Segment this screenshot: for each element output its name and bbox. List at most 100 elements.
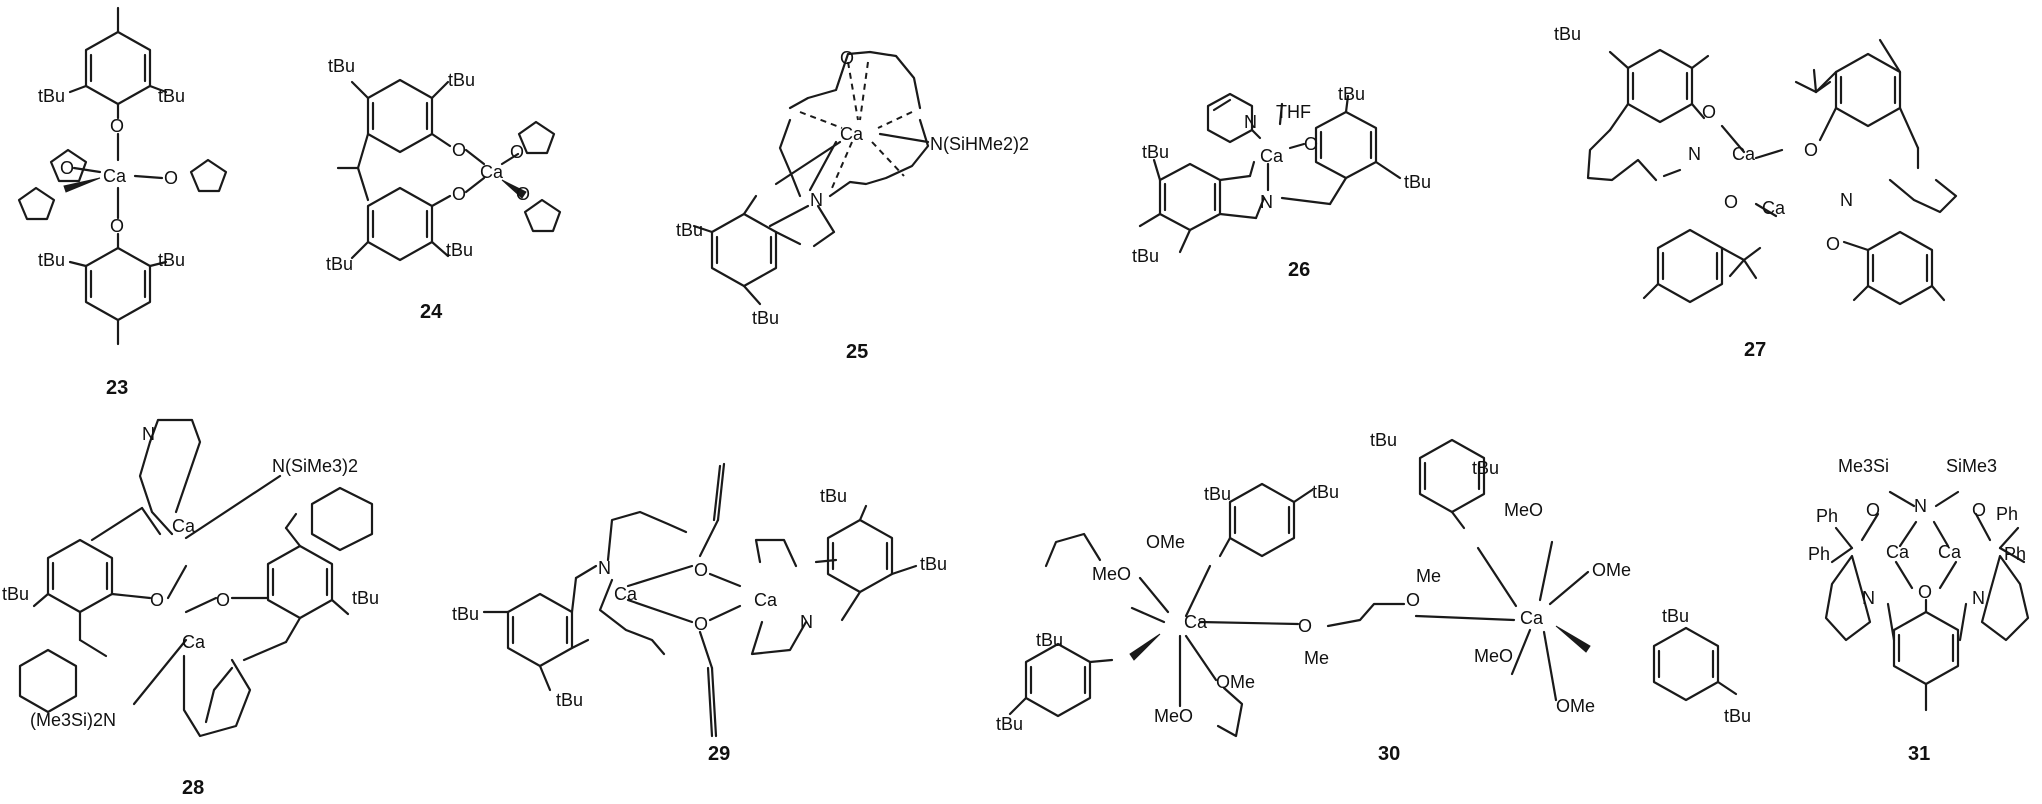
label-meo: MeO (1504, 500, 1543, 520)
label-nitrogen: N (1862, 588, 1875, 608)
label-oxygen: O (150, 590, 164, 610)
label-ph: Ph (2004, 544, 2026, 564)
compound-number: 25 (846, 341, 868, 363)
label-tbu: tBu (1554, 24, 1581, 44)
compound-number: 30 (1378, 743, 1400, 765)
label-oxygen: O (1866, 500, 1880, 520)
label-nitrogen: N (1914, 496, 1927, 516)
label-tbu: tBu (920, 554, 947, 574)
label-calcium: Ca (1260, 146, 1284, 166)
label-tbu: tBu (2, 584, 29, 604)
label-nitrogen: N (1688, 144, 1701, 164)
compound-number: 31 (1908, 743, 1930, 765)
label-oxygen: O (694, 560, 708, 580)
label-tbu: tBu (158, 250, 185, 270)
label-oxygen: O (60, 158, 74, 178)
label-tbu: tBu (448, 70, 475, 90)
label-me: Me (1304, 648, 1329, 668)
label-calcium: Ca (840, 124, 864, 144)
compound-31: Me3Si SiMe3 N Ca Ca O O O N N Ph Ph Ph P… (1808, 456, 2030, 765)
label-tbu: tBu (820, 486, 847, 506)
label-oxygen: O (1406, 590, 1420, 610)
label-tbu: tBu (326, 254, 353, 274)
label-oxygen: O (1724, 192, 1738, 212)
label-tbu: tBu (38, 86, 65, 106)
label-calcium: Ca (172, 516, 196, 536)
label-oxygen: O (694, 614, 708, 634)
label-tbu: tBu (328, 56, 355, 76)
label-oxygen: O (840, 48, 854, 68)
label-tbu: tBu (1036, 630, 1063, 650)
label-me: Me (1416, 566, 1441, 586)
label-amide: (Me3Si)2N (30, 710, 116, 730)
compound-23: tBu tBu tBu tBu O Ca O O O 23 (17, 6, 228, 399)
label-oxygen: O (452, 140, 466, 160)
label-ome: OMe (1146, 532, 1185, 552)
label-tbu: tBu (556, 690, 583, 710)
label-oxygen: O (452, 184, 466, 204)
label-oxygen: O (1304, 134, 1318, 154)
label-tbu: tBu (1724, 706, 1751, 726)
label-meo: MeO (1154, 706, 1193, 726)
label-oxygen: O (164, 168, 178, 188)
label-calcium: Ca (1732, 144, 1756, 164)
compound-number: 26 (1288, 259, 1310, 281)
label-tbu: tBu (1132, 246, 1159, 266)
label-nitrogen: N (1840, 190, 1853, 210)
compound-28: N Ca Ca O O N(SiMe3)2 (Me3Si)2N tBu tBu … (2, 418, 379, 799)
label-tbu: tBu (446, 240, 473, 260)
label-tbu: tBu (158, 86, 185, 106)
label-nitrogen: N (142, 424, 155, 444)
label-meo: MeO (1092, 564, 1131, 584)
label-tbu: tBu (996, 714, 1023, 734)
label-oxygen: O (110, 216, 124, 236)
compound-26: N THF Ca O N tBu tBu tBu tBu 26 (1132, 84, 1431, 281)
label-tbu: tBu (1142, 142, 1169, 162)
label-ome: OMe (1556, 696, 1595, 716)
label-oxygen: O (1702, 102, 1716, 122)
label-oxygen: O (216, 590, 230, 610)
label-thf: THF (1276, 102, 1311, 122)
compound-27: tBu Ca Ca N N O O O O 27 (1554, 24, 1958, 361)
compound-29: tBu tBu tBu tBu N N Ca Ca O O 29 (452, 462, 947, 765)
compound-number: 27 (1744, 339, 1766, 361)
compound-30: Ca Ca MeO OMe OMe MeO O Me O Me MeO OMe … (996, 430, 1751, 765)
label-ph: Ph (1808, 544, 1830, 564)
label-tbu: tBu (1370, 430, 1397, 450)
label-calcium: Ca (1762, 198, 1786, 218)
compound-24: tBu tBu tBu tBu O O Ca O O 24 (326, 56, 562, 323)
label-tbu: tBu (752, 308, 779, 328)
tbu-labels-23: tBu tBu tBu tBu (38, 86, 185, 270)
label-tbu: tBu (452, 604, 479, 624)
label-tbu: tBu (352, 588, 379, 608)
label-amide: N(SiHMe2)2 (930, 134, 1029, 154)
label-calcium: Ca (1938, 542, 1962, 562)
label-tbu: tBu (1472, 458, 1499, 478)
label-amide: N(SiMe3)2 (272, 456, 358, 476)
label-nitrogen: N (800, 612, 813, 632)
label-oxygen: O (1804, 140, 1818, 160)
label-calcium: Ca (614, 584, 638, 604)
label-nitrogen: N (1972, 588, 1985, 608)
label-ph: Ph (1816, 506, 1838, 526)
label-me3si: Me3Si (1838, 456, 1889, 476)
label-tbu: tBu (676, 220, 703, 240)
label-calcium: Ca (1520, 608, 1544, 628)
label-nitrogen: N (598, 558, 611, 578)
label-oxygen: O (1298, 616, 1312, 636)
label-nitrogen: N (1244, 112, 1257, 132)
label-oxygen: O (516, 184, 530, 204)
compound-number: 28 (182, 777, 204, 799)
label-ph: Ph (1996, 504, 2018, 524)
label-sime3: SiMe3 (1946, 456, 1997, 476)
label-nitrogen: N (1260, 192, 1273, 212)
label-tbu: tBu (38, 250, 65, 270)
label-oxygen: O (1826, 234, 1840, 254)
label-oxygen: O (1918, 582, 1932, 602)
label-calcium: Ca (182, 632, 206, 652)
label-ome: OMe (1592, 560, 1631, 580)
label-tbu: tBu (1662, 606, 1689, 626)
label-oxygen: O (510, 142, 524, 162)
